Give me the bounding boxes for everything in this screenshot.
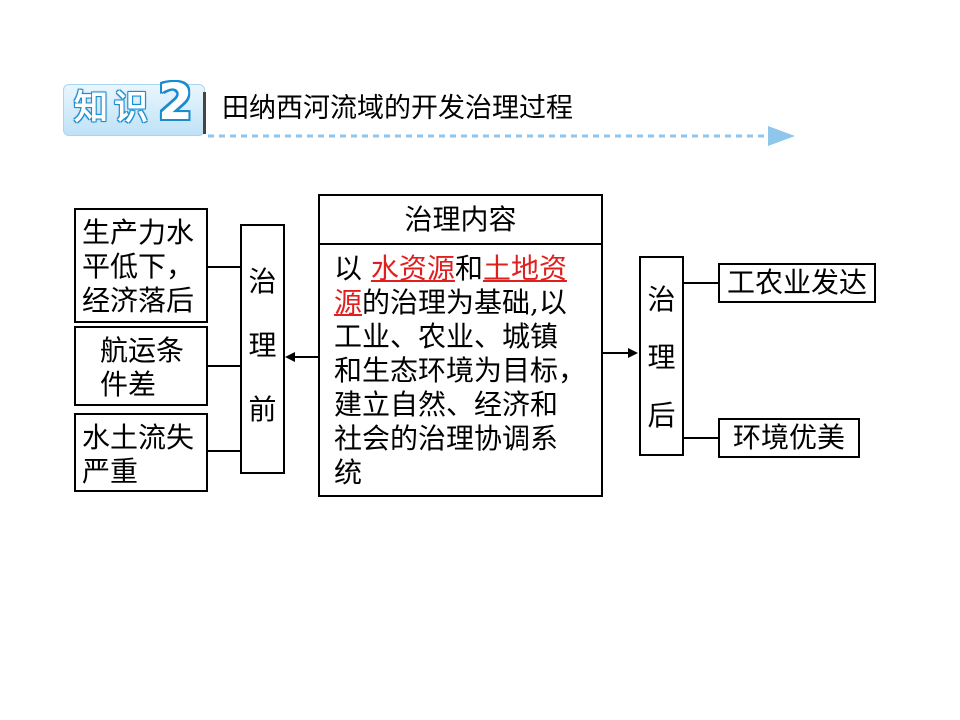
highlight-water-resources: 水资源 [370,252,455,285]
content-text: 的治理为基础,以 [362,286,567,319]
section-badge [63,84,205,136]
problem-box-navigation: 航运条 件差 [74,326,208,406]
problem-line: 严重 [82,455,139,488]
arrow-head-after [628,348,638,358]
before-label-char: 治 [248,265,277,298]
section-badge-number: 2 [158,73,193,131]
content-line-1: 以 水资源和土地资 [334,252,586,286]
content-line: 统 [334,456,363,489]
before-governance-box: 治 理 前 [240,224,285,474]
content-text: 以 [334,252,363,285]
after-label-char: 理 [647,341,676,374]
content-line: 工业、农业、城镇 [334,320,559,353]
content-line: 和生态环境为目标， [334,354,587,387]
highlight-land-resources: 土地资 [482,252,567,285]
problem-line: 平低下， [82,250,195,283]
governance-content-box: 治理内容 以 水资源和土地资 源的治理为基础,以 工业、农业、城镇 和生态环境为… [318,194,603,497]
problem-line: 经济落后 [82,284,195,317]
after-label-char: 后 [647,399,676,432]
before-label-char: 理 [248,329,277,362]
problem-box-soil-erosion: 水土流失 严重 [74,413,208,492]
problem-line: 水土流失 [82,421,195,454]
page-title: 田纳西河流域的开发治理过程 [222,93,573,124]
section-badge-label: 知识 [74,88,154,128]
title-divider [203,92,206,134]
problem-box-productivity: 生产力水 平低下， 经济落后 [74,208,208,323]
result-box-industry-agriculture: 工农业发达 [718,263,876,303]
highlight-land-resources: 源 [334,286,363,319]
content-line-2: 源的治理为基础,以 [334,286,586,320]
problem-line: 生产力水 [82,216,195,249]
before-label-char: 前 [248,393,277,426]
content-text: 和 [454,252,483,285]
governance-content-title: 治理内容 [320,196,601,245]
after-label-char: 治 [647,283,676,316]
problem-line: 件差 [100,368,157,401]
problem-line: 航运条 [100,334,185,367]
header-arrow-head [768,126,795,146]
content-line: 社会的治理协调系 [334,422,559,455]
after-governance-box: 治 理 后 [639,256,684,456]
content-line: 建立自然、经济和 [334,388,559,421]
result-box-environment: 环境优美 [718,418,860,458]
arrow-head-before [285,352,295,362]
